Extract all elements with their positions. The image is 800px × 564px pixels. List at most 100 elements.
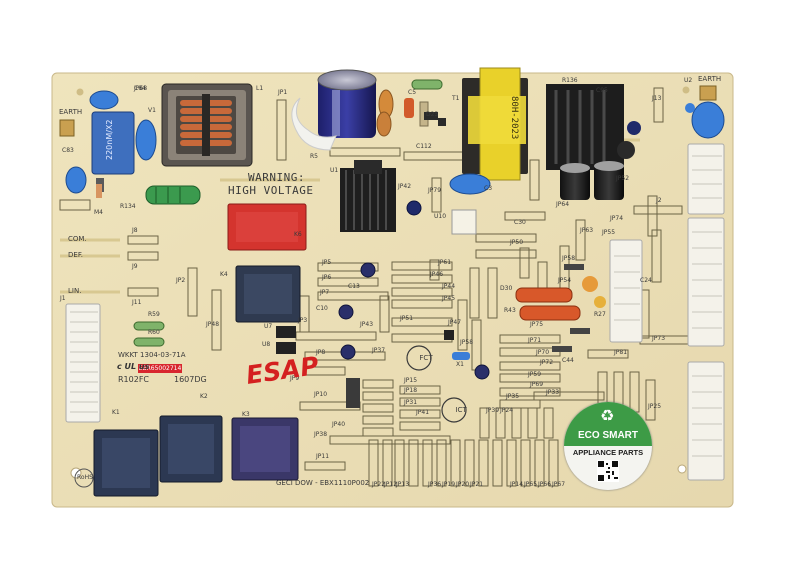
electrolytic-capacitor-main [317, 69, 377, 138]
ref-designator: X1 [456, 361, 464, 368]
ref-designator: JP5 [322, 259, 332, 266]
ref-designator: JP2 [176, 277, 186, 284]
ref-designator: JP12 [384, 481, 398, 488]
ict-stamp [441, 397, 467, 423]
connector-j2 [609, 239, 643, 343]
com-label: COM. [68, 235, 87, 243]
ref-designator: JP9 [290, 375, 300, 382]
ref-designator: JP38 [314, 431, 328, 438]
chip-u7 [276, 326, 296, 338]
ref-designator: C44 [562, 357, 574, 364]
y-capacitor-left [65, 166, 87, 194]
ref-designator: JP39 [486, 407, 500, 414]
varistor [135, 119, 157, 161]
ref-designator: JP14 [510, 481, 524, 488]
ref-designator: JP24 [500, 407, 514, 414]
chip-u8 [276, 342, 296, 354]
ref-designator: K1 [112, 409, 120, 416]
power-resistor-r27 [519, 305, 581, 321]
transformer-text: 80H-2023 [509, 96, 519, 139]
ref-designator: JP71 [528, 337, 542, 344]
ref-designator: JP3 [298, 317, 308, 324]
fct-stamp [406, 345, 432, 371]
ref-designator: L1 [256, 85, 264, 92]
relay-k3 [231, 417, 299, 481]
ref-designator: C3 [484, 185, 493, 192]
x2-capacitor-text: 220nM/X2 [105, 119, 114, 160]
ref-designator: C24 [640, 277, 652, 284]
ref-designator: U7 [264, 323, 273, 330]
part-number: WKKT 1304-03-71A [118, 351, 186, 359]
ref-designator: C10 [316, 305, 328, 312]
ref-designator: JP58 [460, 339, 474, 346]
heatsink-u1 [340, 160, 396, 232]
ref-designator: C84 [134, 85, 146, 92]
connector-right-top [687, 143, 725, 215]
ref-designator: U2 [684, 77, 693, 84]
ref-designator: JP11 [316, 453, 330, 460]
ref-designator: K4 [220, 271, 228, 278]
ref-designator: JP21 [470, 481, 484, 488]
ref-designator: C13 [348, 283, 360, 290]
ref-designator: JP63 [580, 227, 594, 234]
ref-designator: JP81 [614, 349, 628, 356]
ref-designator: JP1 [278, 89, 288, 96]
ref-designator: R5 [310, 153, 318, 160]
ref-designator: JP33 [546, 389, 560, 396]
ref-designator: JP50 [510, 239, 524, 246]
relay-k1 [93, 429, 159, 497]
ref-designator: JP73 [652, 335, 666, 342]
ref-designator: JP43 [360, 321, 374, 328]
ict-text: ICT [455, 406, 467, 414]
ref-designator: T1 [452, 95, 460, 102]
ref-designator: JP36 [428, 481, 442, 488]
ul-mark: c UL us [117, 362, 150, 371]
ref-designator: JP68 [134, 85, 148, 92]
relay-k2 [159, 415, 223, 483]
eco-line1: ECO SMART [578, 430, 638, 441]
ref-designator: J1 [60, 295, 66, 302]
ref-designator: C83 [62, 147, 74, 154]
earth-terminal-left [59, 119, 75, 137]
ref-designator: C30 [514, 219, 526, 226]
rev-code: R102FC [118, 375, 150, 384]
ref-designator: R60 [148, 329, 160, 336]
ref-designator: J8 [132, 227, 138, 234]
transformer-t1: 80H-2023 [462, 67, 528, 181]
heatsink-u2 [546, 84, 624, 170]
ref-designator: R27 [594, 311, 606, 318]
ref-designator: JP79 [428, 187, 442, 194]
ref-designator: JP31 [404, 399, 418, 406]
ref-designator: V1 [148, 107, 156, 114]
rohs-text: RoHS [77, 474, 93, 481]
earth-terminal-right [699, 85, 717, 101]
ref-designator: K6 [294, 231, 302, 238]
eco-smart-sticker: ♻ ECO SMART APPLIANCE PARTS [564, 402, 652, 490]
ref-designator: U1 [330, 167, 339, 174]
lin-label: LIN. [68, 287, 82, 295]
relay-k4 [235, 265, 301, 323]
ref-designator: JP37 [372, 347, 386, 354]
ref-designator: D30 [500, 285, 513, 292]
ref-designator: JP48 [206, 321, 220, 328]
ref-designator: C112 [416, 143, 432, 150]
ref-designator: J13 [652, 95, 662, 102]
ref-designator: JP35 [506, 393, 520, 400]
connector-right-mid [687, 217, 725, 347]
ref-designator: JP47 [448, 319, 462, 326]
ref-designator: JP15 [404, 377, 418, 384]
ref-designator: J9 [132, 263, 138, 270]
ref-designator: D23 [426, 111, 439, 118]
ref-designator: JP6 [322, 274, 332, 281]
high-voltage-label: HIGH VOLTAGE [228, 184, 314, 197]
ref-designator: C5 [408, 89, 417, 96]
fct-text: FCT [419, 354, 433, 362]
ref-designator: JP41 [416, 409, 430, 416]
connector-right-bottom [687, 361, 725, 481]
ref-designator: JP61 [438, 259, 452, 266]
ref-designator: JP67 [552, 481, 566, 488]
ref-designator: JP22 [372, 481, 386, 488]
ref-designator: JP25 [648, 403, 662, 410]
ref-designator: R134 [120, 203, 136, 210]
ref-designator: JP40 [332, 421, 346, 428]
